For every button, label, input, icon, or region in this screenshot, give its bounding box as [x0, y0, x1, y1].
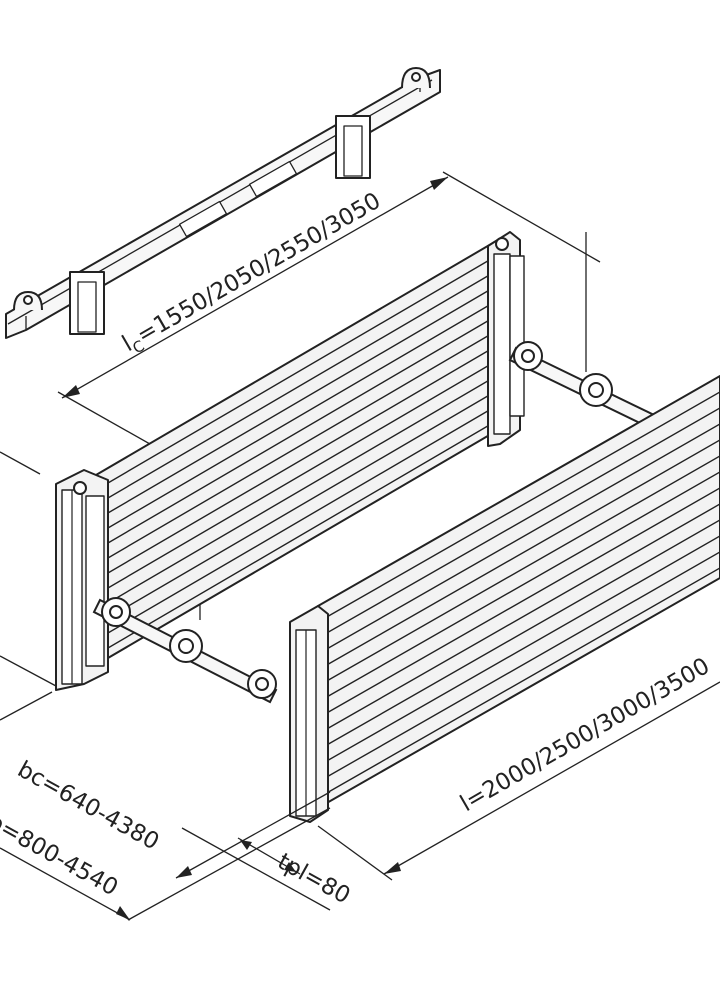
l-extension	[317, 825, 393, 881]
tpl-extension-1	[181, 827, 331, 911]
back-panel	[55, 231, 525, 691]
bc-dimension-line	[175, 791, 331, 879]
b-dimension-line	[0, 847, 131, 921]
spreader-beam	[5, 67, 441, 339]
front-panel	[289, 375, 720, 823]
dimension-lines-bottom	[0, 451, 720, 921]
b-diag-line	[127, 807, 331, 921]
l-dimension-line	[383, 681, 720, 875]
lc-dimension-line	[61, 176, 449, 399]
tpl-label: tpl=80	[273, 849, 354, 910]
dimension-arrows-top	[62, 177, 448, 398]
lc-extension-right	[442, 171, 601, 263]
dimension-arrows-bottom	[116, 840, 401, 920]
